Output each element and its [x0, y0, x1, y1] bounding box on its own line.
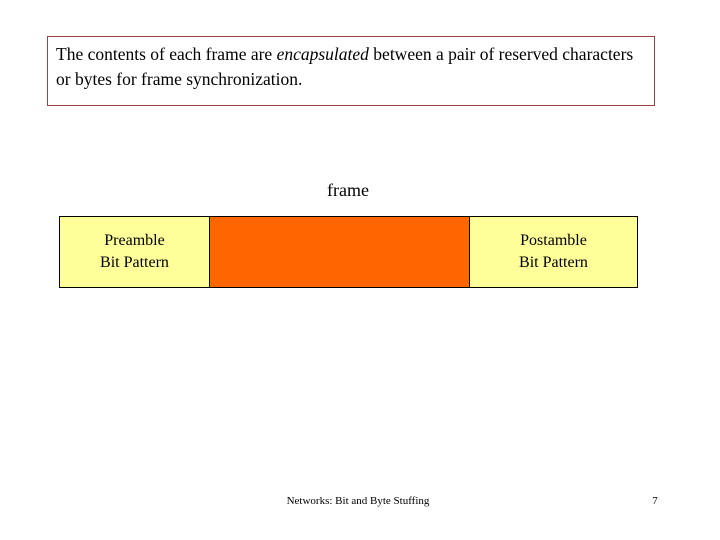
postamble-label-line1: Postamble: [520, 232, 587, 249]
preamble-label-line1: Preamble: [104, 232, 165, 249]
statement-paragraph: The contents of each frame are encapsula…: [56, 42, 648, 92]
preamble-label: Preamble Bit Pattern: [100, 230, 169, 274]
postamble-label-line2: Bit Pattern: [519, 254, 588, 271]
preamble-label-line2: Bit Pattern: [100, 254, 169, 271]
frame-diagram: Preamble Bit Pattern Postamble Bit Patte…: [59, 216, 638, 288]
statement-italic-term: encapsulated: [276, 44, 369, 64]
frame-caption-label: frame: [327, 180, 369, 200]
page-number: 7: [652, 495, 658, 507]
statement-text-before: The contents of each frame are: [56, 44, 277, 64]
frame-segment-postamble: Postamble Bit Pattern: [469, 216, 638, 288]
statement-text-box: The contents of each frame are encapsula…: [47, 36, 655, 106]
statement-text-after: between a pair of reserved characters or…: [56, 44, 634, 89]
footer-title: Networks: Bit and Byte Stuffing: [0, 495, 720, 507]
frame-caption: frame: [0, 180, 720, 201]
postamble-label: Postamble Bit Pattern: [519, 230, 588, 274]
frame-segment-payload: [210, 216, 469, 288]
footer-title-label: Networks: Bit and Byte Stuffing: [286, 495, 430, 507]
frame-segment-preamble: Preamble Bit Pattern: [59, 216, 210, 288]
